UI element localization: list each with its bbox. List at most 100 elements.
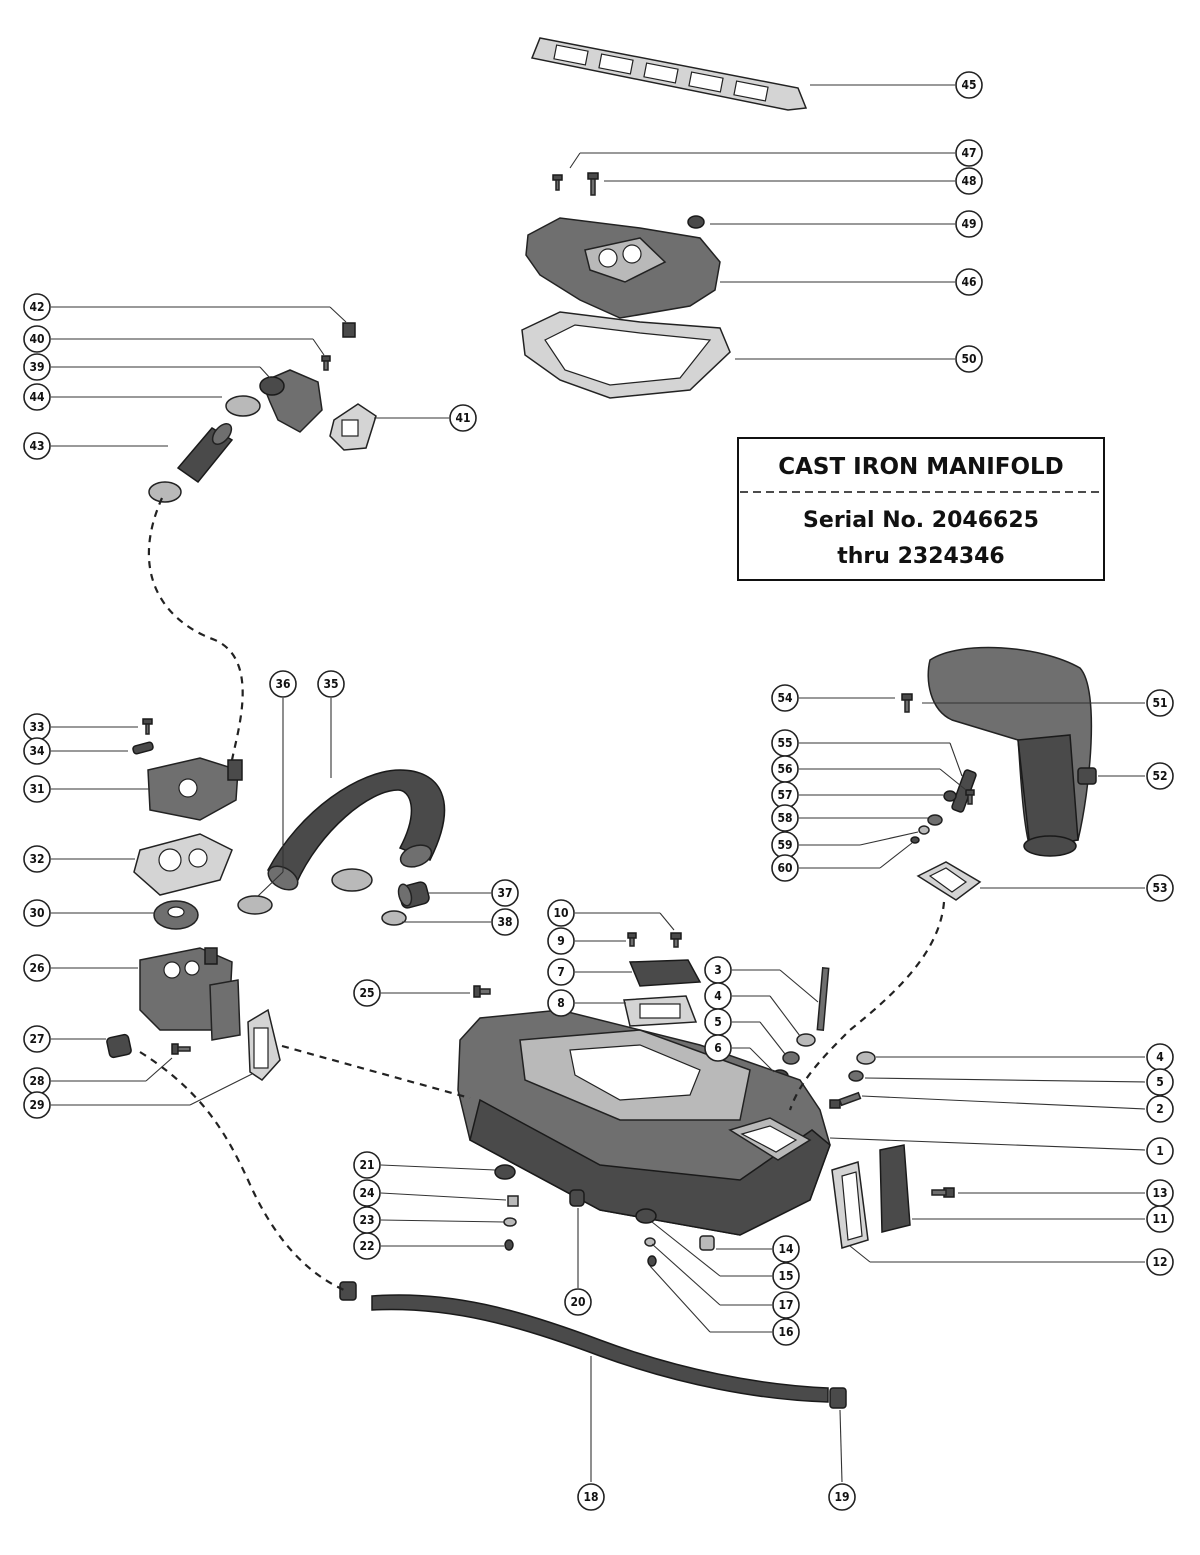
callout-42: 42 bbox=[23, 293, 51, 321]
nut-24 bbox=[507, 1195, 519, 1207]
svg-text:3: 3 bbox=[714, 963, 722, 977]
cover-plate-7 bbox=[628, 959, 702, 987]
callout-33: 33 bbox=[23, 713, 51, 741]
clamp-36 bbox=[237, 895, 273, 915]
callout-53: 53 bbox=[1146, 874, 1174, 902]
callout-5-right: 5 bbox=[1146, 1068, 1174, 1096]
elbow-39 bbox=[259, 369, 323, 433]
callout-2: 2 bbox=[1146, 1095, 1174, 1123]
svg-text:46: 46 bbox=[961, 275, 976, 289]
svg-text:4: 4 bbox=[1156, 1050, 1164, 1064]
svg-text:42: 42 bbox=[29, 300, 44, 314]
fitting-21 bbox=[494, 1164, 516, 1180]
side-plate-11 bbox=[879, 1144, 911, 1233]
callout-4-right: 4 bbox=[1146, 1043, 1174, 1071]
callout-45: 45 bbox=[955, 71, 983, 99]
svg-text:16: 16 bbox=[778, 1325, 793, 1339]
washer-23 bbox=[503, 1217, 517, 1227]
callout-4-left: 4 bbox=[704, 982, 732, 1010]
svg-text:9: 9 bbox=[557, 934, 565, 948]
callout-17: 17 bbox=[772, 1291, 800, 1319]
gasket-12 bbox=[831, 1161, 869, 1249]
exhaust-elbow-51 bbox=[927, 646, 1093, 857]
fitting-14 bbox=[699, 1235, 715, 1251]
svg-text:24: 24 bbox=[359, 1186, 375, 1200]
svg-text:53: 53 bbox=[1152, 881, 1167, 895]
ball-60 bbox=[910, 836, 920, 844]
svg-text:51: 51 bbox=[1152, 696, 1167, 710]
hose-35 bbox=[266, 769, 446, 891]
callout-59: 59 bbox=[771, 831, 799, 859]
callout-32: 32 bbox=[23, 845, 51, 873]
callout-12: 12 bbox=[1146, 1248, 1174, 1276]
title-heading: CAST IRON MANIFOLD bbox=[778, 454, 1064, 480]
gasket-53 bbox=[916, 861, 982, 901]
fitting-15 bbox=[635, 1208, 657, 1224]
gasket-8 bbox=[623, 995, 698, 1027]
svg-text:40: 40 bbox=[29, 332, 44, 346]
washer-4-left bbox=[796, 1033, 816, 1047]
callout-21: 21 bbox=[353, 1151, 381, 1179]
svg-text:25: 25 bbox=[359, 986, 374, 1000]
svg-text:60: 60 bbox=[777, 861, 792, 875]
svg-text:44: 44 bbox=[29, 390, 45, 404]
svg-text:41: 41 bbox=[455, 411, 470, 425]
svg-text:48: 48 bbox=[961, 174, 976, 188]
svg-text:43: 43 bbox=[29, 439, 44, 453]
svg-text:34: 34 bbox=[29, 744, 45, 758]
callout-37: 37 bbox=[491, 879, 519, 907]
callout-16: 16 bbox=[772, 1318, 800, 1346]
callout-47: 47 bbox=[955, 139, 983, 167]
callout-58: 58 bbox=[771, 804, 799, 832]
callout-10: 10 bbox=[547, 899, 575, 927]
svg-text:18: 18 bbox=[583, 1490, 598, 1504]
svg-text:58: 58 bbox=[777, 811, 792, 825]
plug-49 bbox=[687, 215, 705, 229]
svg-text:33: 33 bbox=[29, 720, 44, 734]
screw-9 bbox=[627, 932, 637, 947]
callout-1: 1 bbox=[1146, 1137, 1174, 1165]
clamp-44 bbox=[225, 395, 261, 417]
leader-lines bbox=[51, 84, 1146, 1483]
callout-51: 51 bbox=[1146, 689, 1174, 717]
svg-text:5: 5 bbox=[1156, 1075, 1164, 1089]
svg-text:38: 38 bbox=[497, 915, 512, 929]
callout-44: 44 bbox=[23, 383, 51, 411]
callout-9: 9 bbox=[547, 927, 575, 955]
svg-text:31: 31 bbox=[29, 782, 44, 796]
pump-body-26 bbox=[139, 947, 241, 1041]
callout-13: 13 bbox=[1146, 1179, 1174, 1207]
svg-text:4: 4 bbox=[714, 989, 722, 1003]
fitting-20 bbox=[569, 1189, 585, 1207]
svg-text:45: 45 bbox=[961, 78, 976, 92]
clamp-38 bbox=[381, 910, 407, 926]
svg-text:39: 39 bbox=[29, 360, 44, 374]
svg-text:54: 54 bbox=[777, 691, 793, 705]
callout-27: 27 bbox=[23, 1025, 51, 1053]
washer-4-right bbox=[856, 1051, 876, 1065]
svg-text:1: 1 bbox=[1156, 1144, 1164, 1158]
svg-text:37: 37 bbox=[497, 886, 512, 900]
svg-text:56: 56 bbox=[777, 762, 792, 776]
callout-29: 29 bbox=[23, 1091, 51, 1119]
callout-39: 39 bbox=[23, 353, 51, 381]
callout-25: 25 bbox=[353, 979, 381, 1007]
washer-59 bbox=[918, 825, 930, 835]
washer-57 bbox=[943, 790, 957, 802]
drain-22 bbox=[504, 1239, 514, 1251]
callout-55: 55 bbox=[771, 729, 799, 757]
callout-8: 8 bbox=[547, 989, 575, 1017]
callout-24: 24 bbox=[353, 1179, 381, 1207]
svg-text:57: 57 bbox=[777, 788, 792, 802]
screw-10 bbox=[670, 932, 682, 948]
screw-28 bbox=[171, 1043, 191, 1055]
svg-text:35: 35 bbox=[323, 677, 338, 691]
svg-text:27: 27 bbox=[29, 1032, 44, 1046]
coupler-37 bbox=[397, 881, 430, 909]
screw-48 bbox=[587, 172, 599, 196]
callout-3: 3 bbox=[704, 956, 732, 984]
svg-text:26: 26 bbox=[29, 961, 44, 975]
callout-18: 18 bbox=[577, 1483, 605, 1511]
callout-52: 52 bbox=[1146, 762, 1174, 790]
